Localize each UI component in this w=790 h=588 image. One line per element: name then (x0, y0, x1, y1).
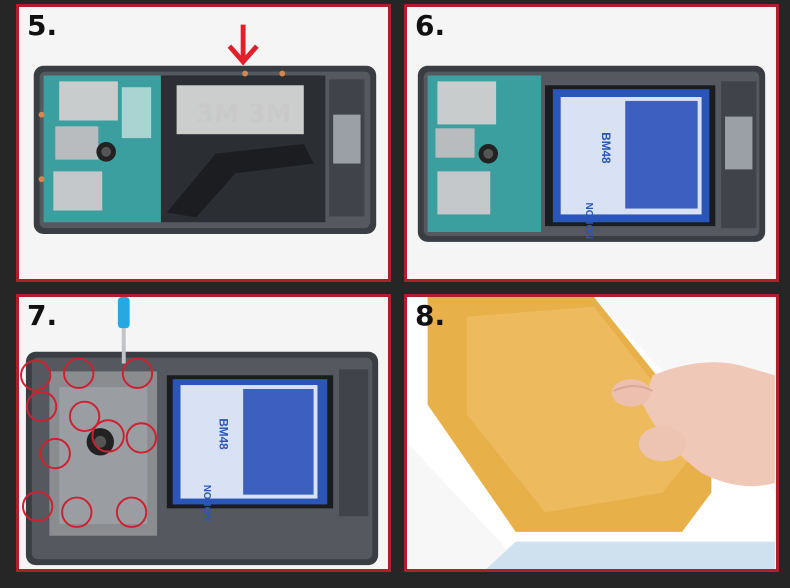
step-number: 5. (27, 9, 58, 42)
step-8-panel: 8. (404, 294, 779, 572)
step-7-panel: BM48 NOHON 7. (16, 294, 391, 572)
battery-model: BM48 (599, 132, 612, 164)
step-6-panel: BM48 NOHON 6. (404, 4, 779, 282)
battery-brand: NOHON (201, 485, 212, 521)
arrow-down-icon (227, 24, 259, 66)
step-7-photo: BM48 NOHON (20, 297, 387, 569)
step-5-panel: 3M 3M 5. (16, 4, 391, 282)
step-number: 6. (415, 9, 446, 42)
screw-markers (20, 357, 158, 528)
step-8-photo (408, 297, 775, 569)
battery-brand: NOHON (583, 203, 594, 239)
svg-text:3M 3M: 3M 3M (196, 98, 291, 128)
step-5-photo: 3M 3M (20, 7, 387, 279)
step-number: 8. (415, 299, 446, 332)
battery-model: BM48 (217, 418, 230, 450)
step-6-photo: BM48 NOHON (408, 7, 775, 279)
step-number: 7. (27, 299, 58, 332)
